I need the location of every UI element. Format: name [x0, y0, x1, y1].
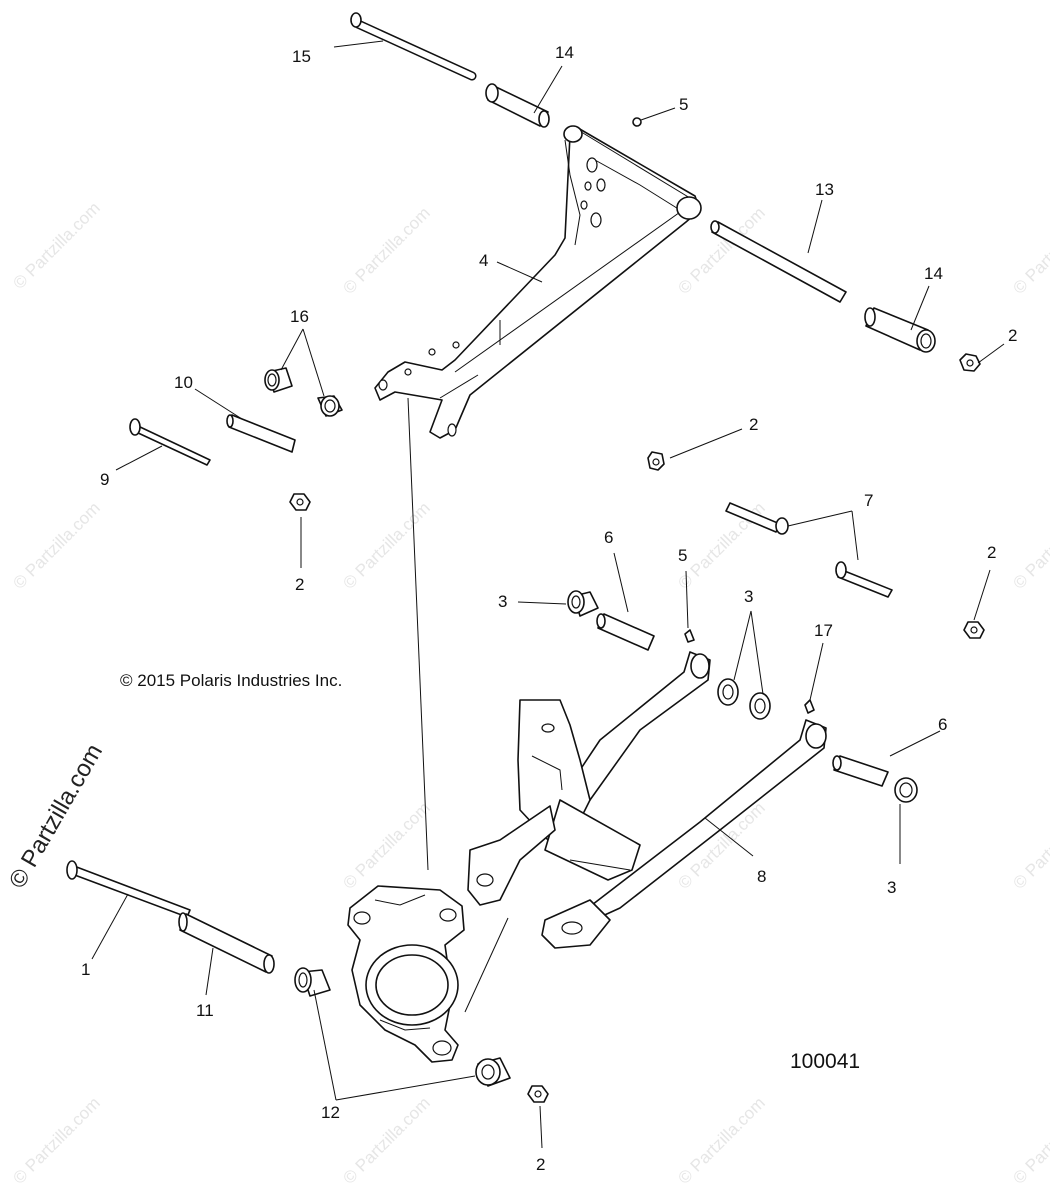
callout-6: 6 [604, 528, 613, 547]
bushing-12-a [294, 967, 331, 997]
callout-16: 16 [290, 307, 309, 326]
callout-1: 1 [81, 960, 90, 979]
watermark: © Partzilla.com [1009, 1093, 1050, 1187]
callout-6: 6 [938, 715, 947, 734]
watermark: © Partzilla.com [339, 798, 433, 892]
callout-14: 14 [555, 43, 574, 62]
pin-13 [710, 220, 847, 303]
bushing-12-b [475, 1057, 511, 1087]
callout-4: 4 [479, 251, 488, 270]
bushing-3-b [717, 678, 739, 706]
watermark: © Partzilla.com [9, 1093, 103, 1187]
watermark: © Partzilla.com [9, 498, 103, 592]
nut-2-right-upper [959, 353, 981, 372]
bolt-15 [350, 12, 477, 81]
bushing-3-d [894, 777, 918, 803]
watermark: © Partzilla.com [339, 203, 433, 297]
grease-fitting-17 [804, 699, 815, 714]
callout-14: 14 [924, 264, 943, 283]
callout-2: 2 [1008, 326, 1017, 345]
bolt-7-b [835, 561, 893, 598]
bolt-9 [129, 418, 211, 466]
sleeve-6-lower [832, 755, 889, 787]
callout-17: 17 [814, 621, 833, 640]
sleeve-11 [178, 912, 275, 974]
watermark: © Partzilla.com [9, 198, 103, 292]
watermark: © Partzilla.com [1009, 203, 1050, 297]
watermark: © Partzilla.com [674, 1093, 768, 1187]
watermark: © Partzilla.com [1009, 798, 1050, 892]
reference-lines [407, 397, 509, 1013]
grease-fitting-5-upper [632, 117, 642, 127]
copyright-notice: © 2015 Polaris Industries Inc. [120, 671, 342, 690]
callout-3: 3 [887, 878, 896, 897]
knuckle [347, 885, 465, 1063]
nut-2-left [289, 493, 311, 511]
nut-2-right-lower [963, 621, 985, 639]
callout-12: 12 [321, 1103, 340, 1122]
watermark-large: © Partzilla.com [4, 739, 108, 893]
bushing-3-c [749, 692, 771, 720]
nut-2-center [647, 451, 665, 471]
callout-5: 5 [678, 546, 687, 565]
callout-2: 2 [987, 543, 996, 562]
bushing-14-upper [485, 83, 550, 128]
callout-2: 2 [749, 415, 758, 434]
reference-line [464, 917, 509, 1013]
watermark: © Partzilla.com [339, 1093, 433, 1187]
callout-11: 11 [196, 1001, 214, 1020]
bushing-16-b [317, 395, 343, 417]
sleeve-10 [226, 414, 296, 453]
figure-number: 100041 [790, 1050, 860, 1073]
watermark: © Partzilla.com [1009, 498, 1050, 592]
callout-10: 10 [174, 373, 193, 392]
callout-3: 3 [498, 592, 507, 611]
callout-15: 15 [292, 47, 311, 66]
callout-8: 8 [757, 867, 766, 886]
callout-5: 5 [679, 95, 688, 114]
callout-9: 9 [100, 470, 109, 489]
bushing-14-lower [864, 307, 936, 353]
upper-a-arm-4 [374, 125, 702, 439]
nut-2-bottom [527, 1085, 549, 1103]
callout-2: 2 [295, 575, 304, 594]
callout-labels: 15 14 5 13 4 14 2 16 10 9 2 2 7 6 5 2 3 … [81, 43, 1017, 1174]
bushing-16-a [264, 367, 293, 393]
bolt-1 [66, 860, 191, 918]
callout-7: 7 [864, 491, 873, 510]
leader-lines [91, 40, 1005, 1149]
reference-line [407, 397, 429, 871]
callout-3: 3 [744, 587, 753, 606]
callout-2: 2 [536, 1155, 545, 1174]
callout-13: 13 [815, 180, 834, 199]
trailing-arm-8 [467, 651, 827, 949]
watermark: © Partzilla.com [339, 498, 433, 592]
grease-fitting-5-lower [684, 629, 695, 643]
sleeve-6-upper [596, 613, 655, 651]
bushing-3-a [567, 590, 599, 617]
